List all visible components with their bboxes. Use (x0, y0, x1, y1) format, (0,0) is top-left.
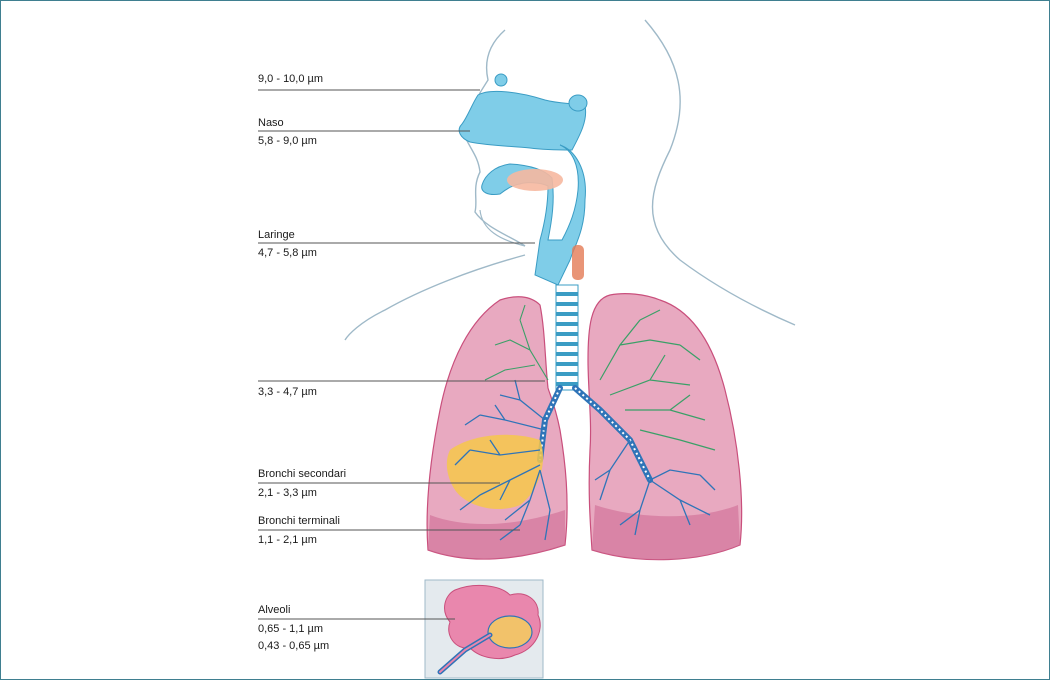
label-size-6: 1,1 - 2,1 µm (258, 534, 317, 547)
nasal-cavity (459, 91, 585, 150)
oral-highlight (507, 169, 563, 191)
label-size-4: 3,3 - 4,7 µm (258, 386, 317, 399)
label-size-8: 0,43 - 0,65 µm (258, 640, 329, 653)
label-size-3: 4,7 - 5,8 µm (258, 247, 317, 260)
label-alveoli: Alveoli (258, 604, 290, 617)
pharynx (482, 145, 586, 285)
back-head-outline (645, 20, 795, 325)
chin-outline (480, 210, 525, 246)
label-naso: Naso (258, 117, 284, 130)
sinus (569, 95, 587, 111)
trachea (556, 285, 578, 390)
label-size-1: 9,0 - 10,0 µm (258, 73, 323, 86)
nostril-top (495, 74, 507, 86)
label-size-7: 0,65 - 1,1 µm (258, 623, 323, 636)
label-size-2: 5,8 - 9,0 µm (258, 135, 317, 148)
larynx-highlight (572, 245, 584, 280)
label-laringe: Laringe (258, 229, 295, 242)
label-size-5: 2,1 - 3,3 µm (258, 487, 317, 500)
label-bronchi-terminali: Bronchi terminali (258, 515, 340, 528)
alveoli-sac (488, 616, 532, 648)
label-bronchi-secondari: Bronchi secondari (258, 468, 346, 481)
